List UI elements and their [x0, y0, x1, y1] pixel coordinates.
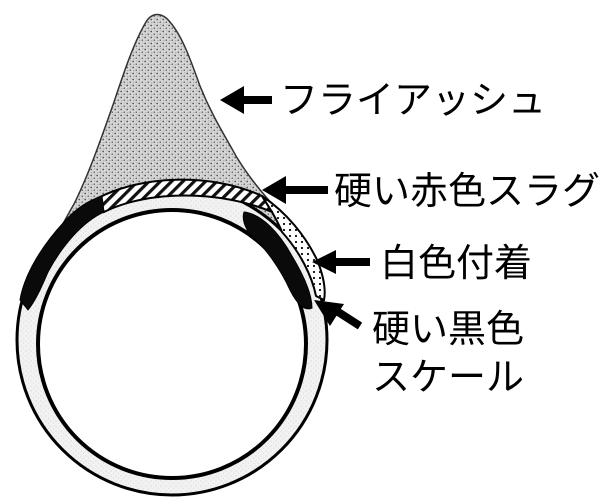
arrow-black-scale [314, 300, 363, 330]
black-scale-left [19, 195, 105, 311]
label-white-deposit: 白色付着 [380, 241, 532, 285]
label-fly-ash: フライアッシュ [280, 78, 546, 122]
arrow-red-slag [262, 176, 328, 204]
arrow-fly-ash [220, 86, 272, 114]
black-scale-right [242, 211, 313, 310]
label-red-slag: 硬い赤色スラグ [334, 169, 599, 213]
tube-inner-bore [36, 208, 308, 480]
label-black-scale-line2: スケール [372, 355, 524, 399]
white-deposit-layer [261, 195, 326, 302]
label-black-scale-line1: 硬い黒色 [372, 307, 524, 351]
arrow-white-deposit [312, 250, 370, 274]
